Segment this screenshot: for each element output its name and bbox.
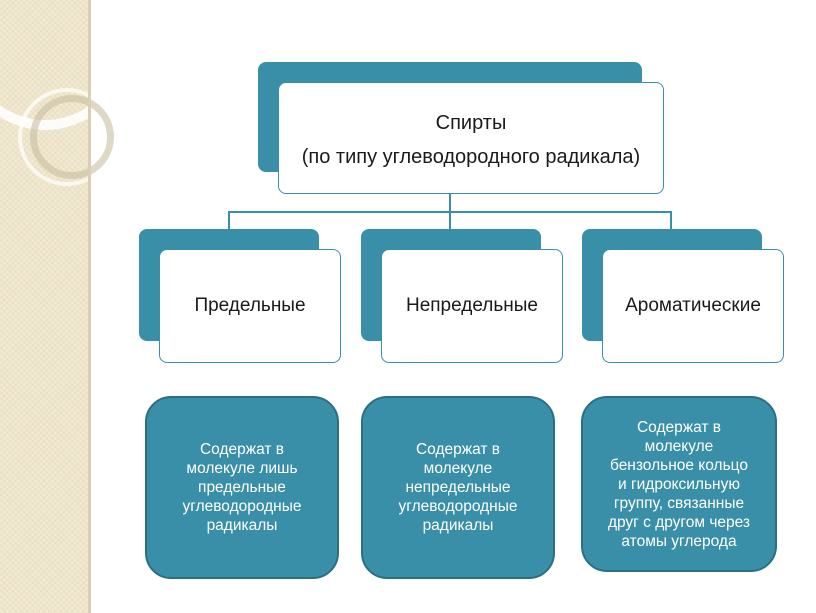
root-node: Спирты (по типу углеводородного радикала… <box>258 62 664 194</box>
root-subtitle: (по типу углеводородного радикала) <box>301 146 641 168</box>
root-title: Спирты <box>435 112 507 134</box>
description-text: Содержат в молекуле бензольное кольцо и … <box>607 418 751 550</box>
description-text: Содержат в молекуле лишь предельные угле… <box>182 441 302 534</box>
category-node-unsaturated: Непредельные <box>361 229 563 363</box>
category-label: Предельные <box>194 295 306 316</box>
category-node-box: Предельные <box>159 249 341 363</box>
category-node-saturated: Предельные <box>139 229 341 363</box>
category-node-box: Непредельные <box>381 249 563 363</box>
category-node-aromatic: Ароматические <box>582 229 784 363</box>
category-label: Непредельные <box>405 295 539 316</box>
strip-divider <box>88 0 91 613</box>
description-text: Содержат в молекуле непредельные углевод… <box>398 441 518 534</box>
description-box-saturated: Содержат в молекуле лишь предельные угле… <box>145 396 339 579</box>
decorative-side-strip <box>0 0 130 613</box>
category-node-box: Ароматические <box>602 249 784 363</box>
connector-branch-left <box>228 211 230 231</box>
decorative-ring <box>30 95 114 179</box>
connector-branch-right <box>670 211 672 231</box>
description-box-aromatic: Содержат в молекуле бензольное кольцо и … <box>581 396 777 572</box>
description-box-unsaturated: Содержат в молекуле непредельные углевод… <box>361 396 555 579</box>
connector-trunk <box>449 194 451 212</box>
category-label: Ароматические <box>625 295 761 316</box>
root-node-box: Спирты (по типу углеводородного радикала… <box>278 82 664 194</box>
decorative-ring <box>18 88 116 186</box>
connector-branch-middle <box>449 211 451 231</box>
